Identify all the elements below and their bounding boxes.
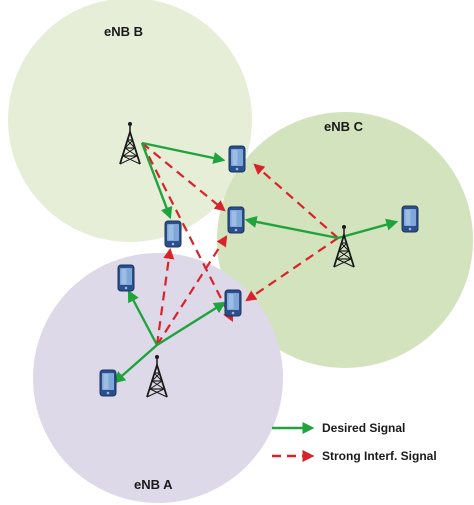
cell-label-enb-b: eNB B: [104, 24, 143, 39]
cell-coverage-enb-b: [8, 0, 252, 242]
desired-arrow: [127, 289, 159, 346]
desired-arrow: [156, 301, 227, 347]
interference-arrow: [155, 247, 175, 346]
cell-coverage-enb-a: [33, 253, 283, 503]
interference-arrow: [245, 237, 339, 302]
desired-arrow: [244, 215, 339, 240]
desired-arrow: [337, 218, 399, 240]
legend-desired-label: Desired Signal: [322, 421, 405, 435]
mobile-phone-icon: [117, 264, 135, 292]
mobile-phone-icon: [227, 206, 245, 234]
interference-arrow: [141, 142, 233, 322]
interference-signals: [141, 142, 339, 346]
interference-arrow: [156, 235, 228, 346]
legend: Desired Signal Strong Interf. Signal: [272, 421, 437, 463]
legend-interference-label: Strong Interf. Signal: [322, 449, 437, 463]
desired-signals: [113, 141, 399, 384]
desired-arrow: [140, 142, 173, 220]
mobile-phone-icon: [164, 220, 182, 248]
interference-arrow: [141, 142, 226, 212]
mobile-phone-icon: [224, 289, 242, 317]
desired-arrow: [113, 344, 158, 384]
cell-label-enb-a: eNB A: [134, 477, 173, 492]
desired-arrow: [141, 141, 226, 164]
mobile-phone-icon: [401, 205, 419, 233]
interference-arrow: [253, 163, 339, 239]
cell-label-enb-c: eNB C: [324, 119, 364, 134]
mobile-phone-icon: [99, 369, 117, 397]
mobile-phone-icon: [228, 145, 246, 173]
